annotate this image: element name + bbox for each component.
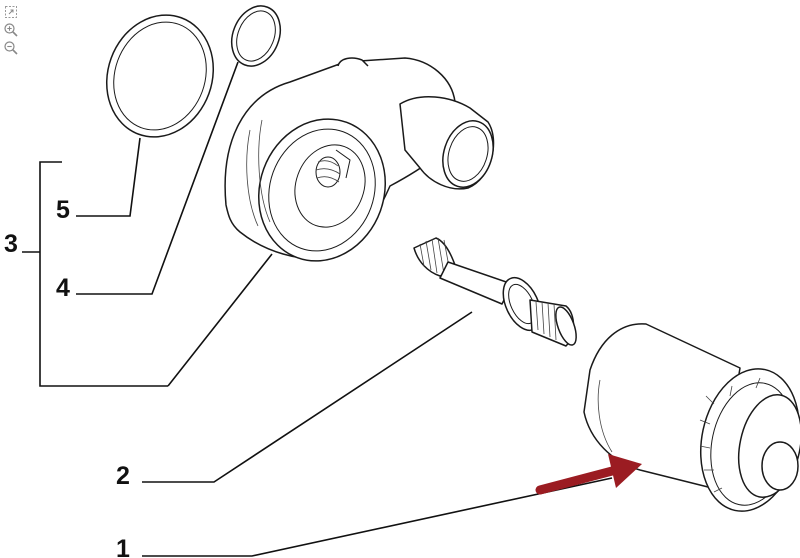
large-o-ring-part[interactable] xyxy=(90,0,230,152)
oil-filter-part[interactable] xyxy=(583,323,800,521)
callout-5[interactable]: 5 xyxy=(56,196,70,224)
highlight-arrow xyxy=(535,454,642,495)
fit-page-icon[interactable] xyxy=(3,4,19,20)
small-o-ring-part[interactable] xyxy=(223,0,289,73)
callout-1[interactable]: 1 xyxy=(116,535,130,558)
zoom-out-icon[interactable] xyxy=(3,40,19,56)
viewer-toolbar xyxy=(3,4,21,58)
callout-4[interactable]: 4 xyxy=(56,274,70,302)
union-bolt-part[interactable] xyxy=(413,237,580,348)
zoom-in-icon[interactable] xyxy=(3,22,19,38)
callout-3[interactable]: 3 xyxy=(4,230,18,258)
callout-2[interactable]: 2 xyxy=(116,462,130,490)
oil-filter-housing-part[interactable] xyxy=(224,57,501,279)
leader-lines xyxy=(22,61,613,557)
